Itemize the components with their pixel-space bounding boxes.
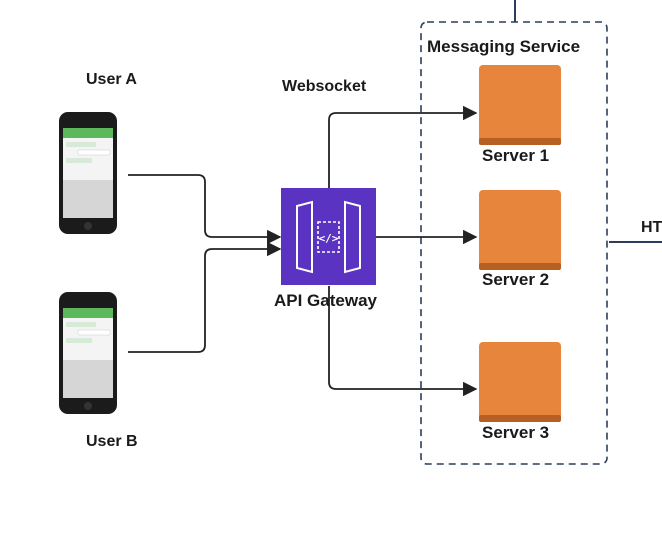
user-a-label: User A bbox=[86, 71, 137, 88]
phone-a-icon bbox=[59, 112, 117, 234]
server-2-icon bbox=[479, 190, 561, 270]
server-3-icon bbox=[479, 342, 561, 422]
api-gateway-icon: </> bbox=[281, 188, 376, 285]
gateway-server3-arrow bbox=[328, 286, 478, 397]
server-2-label: Server 2 bbox=[482, 270, 550, 289]
websocket-label: Websocket bbox=[282, 78, 367, 95]
user-b-label: User B bbox=[86, 433, 138, 450]
user-a-arrow bbox=[128, 174, 282, 245]
phone-b-icon bbox=[59, 292, 117, 414]
server-1-label: Server 1 bbox=[482, 146, 550, 165]
http-label: HT bbox=[641, 219, 662, 236]
server-3-label: Server 3 bbox=[482, 423, 550, 442]
api-gateway-label: API Gateway bbox=[274, 291, 377, 310]
messaging-service-container bbox=[420, 21, 608, 465]
svg-text:</>: </> bbox=[319, 232, 339, 245]
user-b-arrow bbox=[128, 241, 282, 353]
server-1-icon bbox=[479, 65, 561, 145]
gateway-server1-arrow bbox=[328, 105, 478, 188]
messaging-service-title: Messaging Service bbox=[427, 37, 581, 56]
